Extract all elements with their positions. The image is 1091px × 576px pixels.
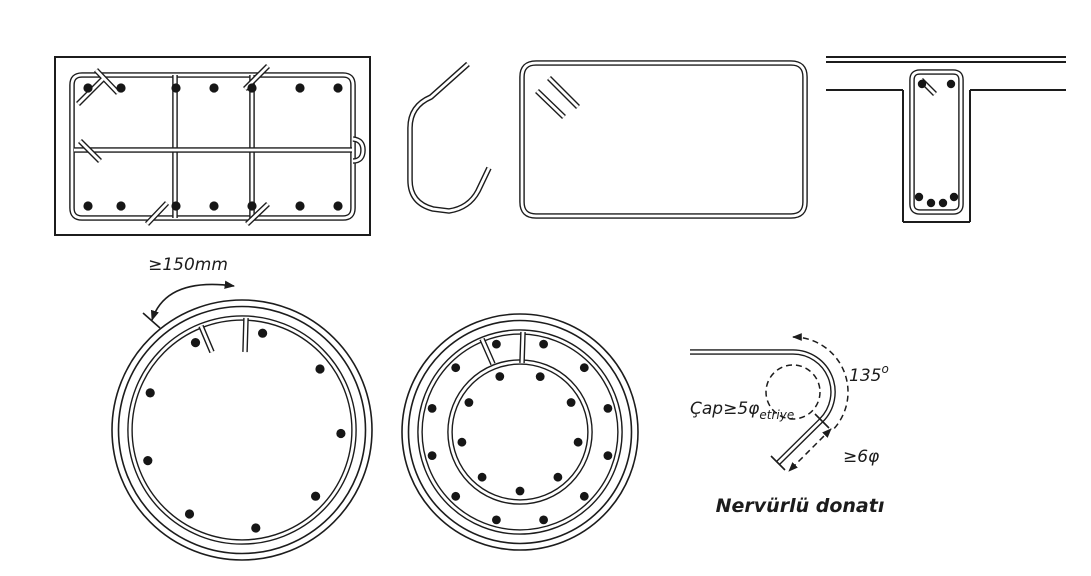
lap-dimension-label: ≥150mm [148, 255, 228, 275]
bend-angle-arc [792, 333, 849, 432]
crosstie-stirrup-diagram [410, 64, 489, 211]
dimension-ticks [770, 413, 830, 471]
dimension-tick [142, 312, 161, 329]
concrete-outline [826, 56, 1066, 223]
concrete-outline [401, 313, 639, 551]
bend-diameter-circle [765, 364, 821, 420]
concrete-outline [54, 56, 371, 236]
closed-stirrup-diagram [522, 63, 805, 216]
tail-length-label: ≥6φ [843, 447, 880, 467]
concrete-outline [111, 299, 373, 561]
rebar-dots [83, 83, 343, 211]
stirrups [912, 72, 961, 212]
rebar-dots [914, 79, 959, 208]
rebar-dots [427, 339, 613, 525]
bend-diameter-label: Çap≥5φetriye [690, 399, 794, 422]
rebar-dots [143, 328, 346, 533]
lap-dimension: ≥150mm [142, 255, 236, 329]
stirrup-hook-135-detail-diagram: Çap≥5φetriye 135o ≥6φ Nervürlü donatı [690, 333, 889, 517]
cover-line [407, 319, 633, 545]
rect-column-section-diagram [54, 56, 371, 236]
bend-angle-label: 135o [849, 362, 889, 386]
t-beam-section-diagram [826, 56, 1066, 223]
spiral-column-section-diagram: ≥150mm [111, 255, 373, 561]
double-hoop-column-section-diagram [401, 313, 639, 551]
figure-caption: Nervürlü donatı [716, 495, 885, 517]
cover-line [117, 305, 367, 555]
